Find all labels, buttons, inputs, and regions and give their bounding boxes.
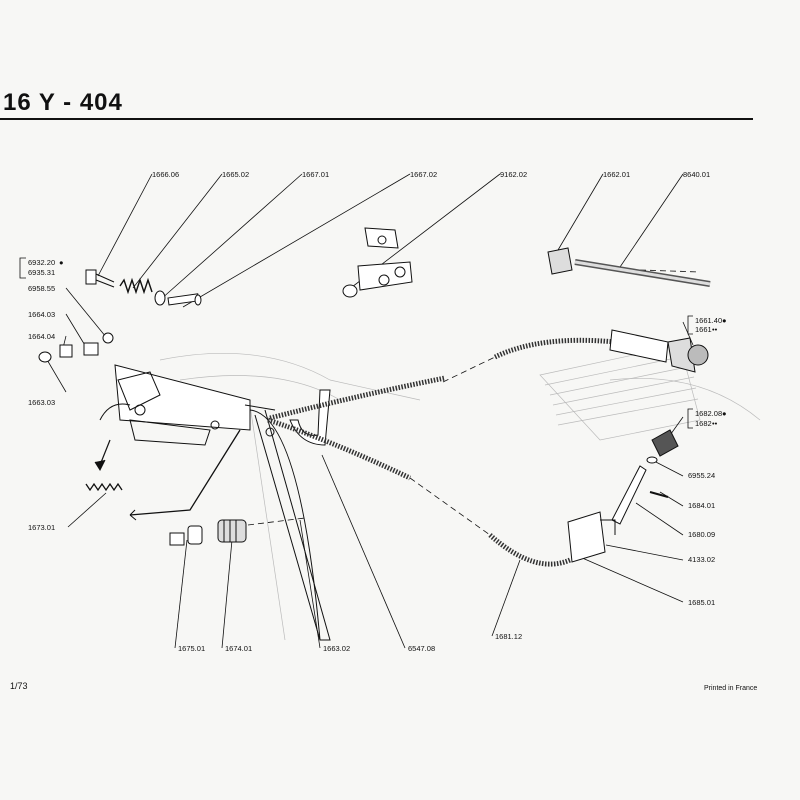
washer-1667-01: [154, 290, 166, 306]
part-1674-01: [217, 519, 247, 543]
title-rule: [0, 118, 753, 120]
page-number: 1/73: [10, 681, 28, 691]
bracket-9162-02: [342, 227, 413, 298]
bracket-1685-01: [567, 511, 616, 563]
part-1675-01: [169, 525, 203, 546]
print-note: Printed in France: [704, 685, 758, 692]
cable-sheath: [267, 337, 616, 567]
direction-arrow: [94, 439, 111, 472]
bolt-1666-06: [85, 269, 115, 288]
rod-8640-01: [574, 259, 711, 287]
handle-1661: [609, 329, 709, 373]
screw-1667-02: [167, 293, 202, 306]
lever-1680-09: [611, 465, 669, 525]
pedal-assembly: [99, 364, 331, 641]
page-title: 16 Y - 404: [3, 89, 123, 116]
rod-1663-02: [249, 409, 321, 641]
assembly-lines: [247, 269, 701, 536]
knob-1662-01: [547, 247, 573, 275]
knob-1682: [646, 429, 679, 464]
background-car-outline: [159, 344, 761, 641]
spring-1665-02: [119, 277, 153, 295]
spring-1673-01: [85, 482, 123, 492]
left-small-parts: [38, 332, 114, 363]
